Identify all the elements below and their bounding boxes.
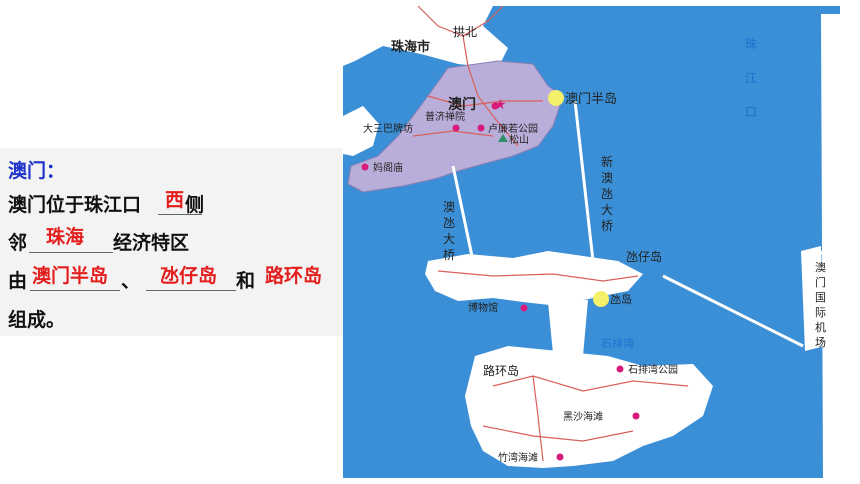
label-puji-temple: 普济禅院 — [425, 110, 465, 123]
puji-temple-dot — [491, 102, 499, 110]
line3-prefix: 由 — [8, 270, 28, 292]
old-bridge-line — [451, 165, 475, 262]
macau-map: ★ 拱北 珠海市 澳门 澳门半岛 普济禅院 大三巴牌坊 卢廉若公园 松山 妈阁庙… — [343, 6, 840, 478]
west-islet — [343, 106, 379, 156]
cotai-strip — [548, 300, 588, 356]
line3-sep: 、 — [121, 270, 141, 292]
label-new-bridge-char: 氹 — [601, 187, 613, 201]
label-seac-pai-van-park: 石排湾公园 — [628, 363, 678, 376]
label-cheoc-van-beach: 竹湾海滩 — [498, 451, 538, 464]
label-ruins: 大三巴牌坊 — [363, 122, 413, 135]
road-network — [412, 6, 689, 462]
taipa-land — [425, 251, 643, 306]
label-hac-sa-beach: 黑沙海滩 — [563, 410, 603, 423]
line2-prefix: 邻 — [8, 232, 28, 254]
label-museum: 博物馆 — [468, 301, 498, 314]
line3-and: 和 — [236, 270, 256, 292]
question-line-1: 澳门位于珠江口 侧 — [8, 190, 204, 217]
label-zhuhai-city: 珠海市 — [391, 39, 430, 55]
question-line-2: 邻 经济特区 — [8, 228, 189, 255]
blank-neighbor — [29, 252, 113, 253]
label-old-bridge-char: 澳 — [443, 200, 455, 214]
label-new-bridge-char: 桥 — [601, 219, 613, 233]
zhuhai-land — [343, 6, 508, 68]
label-airport-char: 际 — [815, 306, 826, 319]
line1-prefix: 澳门位于珠江口 — [8, 194, 142, 216]
blank-side — [158, 214, 202, 215]
east-coast — [821, 14, 840, 478]
label-airport-char: 澳 — [815, 261, 826, 274]
label-new-bridge-char: 新 — [601, 154, 613, 169]
label-airport-char: 机 — [815, 320, 826, 334]
label-airport-char: 门 — [815, 275, 826, 289]
label-coloane: 路环岛 — [483, 363, 519, 378]
label-airport-char: 国 — [815, 291, 826, 304]
airport-strip — [801, 246, 825, 351]
label-guia-hill: 松山 — [509, 133, 529, 146]
label-cheoc-van-bay: 石排湾 — [601, 336, 634, 350]
hac-sa-dot — [632, 412, 640, 420]
airport-bridge-line — [662, 274, 804, 348]
label-pearl-river-mouth-char: 珠 — [745, 37, 757, 51]
label-macau: 澳门 — [448, 96, 476, 113]
blank-part1 — [30, 290, 120, 291]
label-lou-lim-ioc: 卢廉若公园 — [488, 122, 538, 135]
label-gongbei: 拱北 — [453, 25, 477, 39]
label-macau-peninsula: 澳门半岛 — [565, 91, 617, 107]
coloane-land — [465, 346, 713, 468]
map-labels: 拱北 珠海市 澳门 澳门半岛 普济禅院 大三巴牌坊 卢廉若公园 松山 妈阁庙 氹… — [363, 25, 678, 464]
ama-temple-dot — [361, 163, 369, 171]
label-new-bridge-char: 澳 — [601, 171, 613, 185]
star-icon: ★ — [494, 97, 507, 113]
question-heading: 澳门： — [8, 160, 66, 182]
answer-part1: 澳门半岛 — [32, 265, 109, 287]
label-pearl-river-mouth-char: 江 — [745, 71, 757, 85]
answer-neighbor: 珠海 — [46, 226, 85, 248]
answer-side: 西 — [165, 189, 185, 211]
question-line-4: 组成。 — [8, 309, 66, 331]
blank-part2 — [146, 290, 236, 291]
lou-lim-ioc-dot — [477, 124, 485, 132]
answer-part3: 路环岛 — [265, 265, 323, 287]
label-pearl-river-mouth-char: 口 — [745, 105, 757, 119]
label-ama-temple: 妈阁庙 — [373, 161, 403, 174]
question-line-3: 由 、 和 — [8, 266, 255, 293]
ruins-dot — [452, 124, 460, 132]
museum-dot — [520, 304, 528, 312]
label-taipa-village: 氹岛 — [610, 292, 632, 306]
cheoc-van-dot — [556, 453, 564, 461]
label-new-bridge-char: 大 — [601, 203, 613, 217]
seac-pai-van-dot — [616, 365, 624, 373]
line2-suffix: 经济特区 — [113, 232, 190, 254]
label-old-bridge-char: 桥 — [443, 248, 455, 262]
answer-part2: 氹仔岛 — [160, 265, 218, 287]
line1-suffix: 侧 — [185, 194, 205, 216]
taipa-highlight — [593, 291, 609, 307]
label-taipa: 氹仔岛 — [626, 249, 662, 264]
label-old-bridge-char: 氹 — [443, 216, 455, 230]
label-old-bridge-char: 大 — [443, 232, 455, 246]
new-bridge-line — [573, 100, 595, 262]
airport-road-line — [812, 244, 840, 258]
peak-icon — [498, 134, 508, 142]
bridges — [451, 100, 840, 348]
label-airport-char: 场 — [815, 335, 826, 349]
peninsula-highlight — [548, 90, 564, 106]
poi-markers — [361, 102, 640, 461]
question-panel: 澳门： 澳门位于珠江口 侧 西 邻 经济特区 珠海 由 、 和 澳门半岛 氹仔岛 路环岛… — [0, 148, 342, 336]
